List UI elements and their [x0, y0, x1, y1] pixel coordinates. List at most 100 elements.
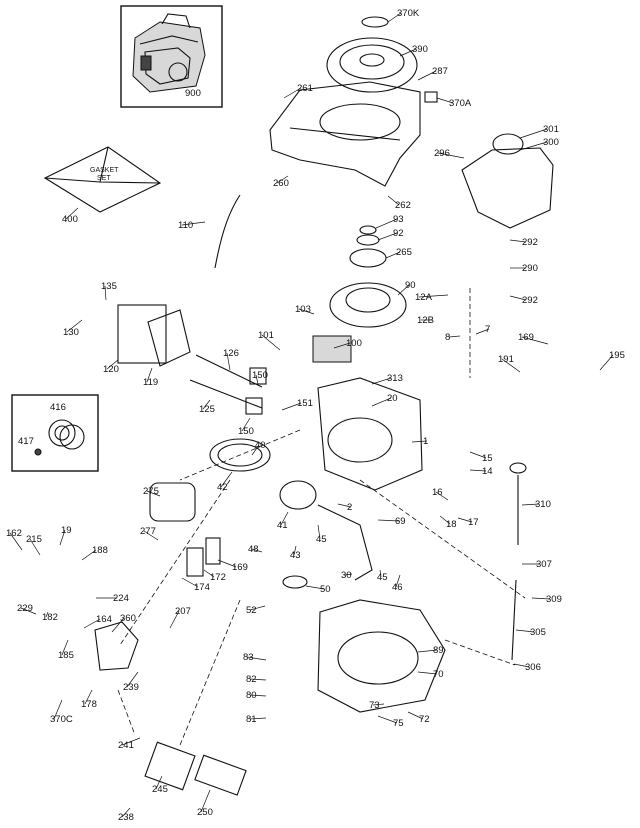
callout-leader-239: [126, 671, 139, 688]
callout-52: 52: [246, 605, 257, 616]
callout-leader-69: [377, 519, 400, 522]
callout-12a: 12A: [415, 292, 433, 303]
callout-390: 390: [412, 44, 428, 55]
valve-inset-label-417: 417: [18, 436, 34, 447]
callout-370c: 370C: [50, 714, 73, 725]
callout-82: 82: [246, 674, 257, 685]
callout-45b: 45: [377, 572, 388, 583]
callout-310: 310: [535, 499, 551, 510]
callout-164: 164: [96, 614, 112, 625]
callout-leader-265: [385, 251, 401, 259]
callout-130: 130: [63, 327, 79, 338]
callout-18: 18: [446, 519, 457, 530]
callout-leader-172: [203, 569, 215, 578]
callout-leader-292a: [509, 239, 527, 243]
callout-30: 30: [341, 570, 352, 581]
gasket-set-envelope: GASKET SET: [43, 146, 162, 213]
callout-leader-182: [45, 611, 49, 618]
callout-leader-12a: [418, 294, 449, 298]
callout-224: 224: [113, 593, 129, 604]
callout-126: 126: [223, 348, 239, 359]
callout-182: 182: [42, 612, 58, 623]
callout-80: 80: [246, 690, 257, 701]
callout-290: 290: [522, 263, 538, 274]
callout-leader-75: [377, 715, 398, 724]
callout-296: 296: [434, 148, 450, 159]
callout-leader-120: [106, 359, 119, 370]
callout-195: 195: [609, 350, 625, 361]
callout-leader-169b: [217, 559, 237, 568]
callout-241: 241: [118, 740, 134, 751]
callout-leader-306: [513, 663, 530, 668]
callout-leader-260: [276, 175, 289, 184]
callout-leader-178: [84, 689, 93, 705]
callout-1: 1: [423, 436, 428, 447]
callout-19: 19: [61, 525, 72, 536]
callout-260: 260: [273, 178, 289, 189]
callout-120: 120: [103, 364, 119, 375]
engine-assembly-picture: [132, 13, 206, 93]
valve-inset-label-416: 416: [50, 402, 66, 413]
callout-leader-313: [371, 377, 392, 385]
callout-17: 17: [468, 517, 479, 528]
callout-leader-296: [437, 152, 465, 159]
callout-45a: 45: [316, 534, 327, 545]
callout-leader-20: [371, 397, 392, 407]
callout-73: 73: [369, 700, 380, 711]
callout-leader-43: [293, 545, 297, 556]
callout-307: 307: [536, 559, 552, 570]
callout-leader-188: [81, 549, 97, 561]
callout-101: 101: [258, 330, 274, 341]
callout-leader-16: [435, 491, 449, 501]
callout-42: 42: [217, 482, 228, 493]
callout-leader-309: [531, 597, 551, 600]
callout-leader-292b: [509, 295, 527, 301]
callout-75: 75: [393, 718, 404, 729]
callout-292a: 292: [522, 237, 538, 248]
callout-leader-300: [519, 141, 548, 151]
callout-leader-191: [501, 358, 521, 373]
callout-92: 92: [393, 228, 404, 239]
callout-229: 229: [17, 603, 33, 614]
callout-labels: 370K390287261370A30130029626026240011093…: [6, 8, 625, 823]
callout-leader-100: [333, 342, 351, 349]
callout-leader-40: [251, 444, 260, 456]
callout-50: 50: [320, 584, 331, 595]
callout-100: 100: [346, 338, 362, 349]
callout-12b: 12B: [417, 315, 434, 326]
callout-leader-2: [337, 503, 352, 508]
callout-leader-164: [83, 618, 101, 629]
callout-leader-125: [202, 399, 211, 410]
callout-leader-169: [521, 336, 549, 345]
callout-178: 178: [81, 699, 97, 710]
callout-leader-390: [399, 48, 417, 57]
engine-inset: 900: [120, 5, 223, 108]
callout-leader-1: [411, 440, 428, 443]
callout-305: 305: [530, 627, 546, 638]
callout-275: 275: [143, 486, 159, 497]
callout-leader-101: [261, 334, 281, 351]
callout-250: 250: [197, 807, 213, 818]
callout-leader-130: [66, 319, 83, 333]
callout-48: 48: [248, 544, 259, 555]
callout-301: 301: [543, 124, 559, 135]
callout-leader-14: [469, 469, 487, 472]
callout-287: 287: [432, 66, 448, 77]
callout-leader-82: [249, 678, 267, 681]
callout-leader-207: [169, 610, 180, 629]
assembly-lines: [117, 288, 526, 746]
callout-119: 119: [143, 377, 158, 388]
callout-leader-185: [61, 639, 69, 656]
callout-72: 72: [419, 714, 430, 725]
callout-188: 188: [92, 545, 108, 556]
callout-leader-18: [439, 515, 451, 525]
callout-leader-277: [143, 530, 159, 541]
callout-leader-126: [226, 352, 231, 371]
callout-leader-162: [9, 532, 23, 551]
callout-207: 207: [175, 606, 191, 617]
gasket-set-text-line1: GASKET: [90, 167, 119, 174]
callout-leader-110: [181, 221, 206, 226]
callout-leader-80: [249, 694, 267, 697]
callout-191: 191: [498, 354, 514, 365]
